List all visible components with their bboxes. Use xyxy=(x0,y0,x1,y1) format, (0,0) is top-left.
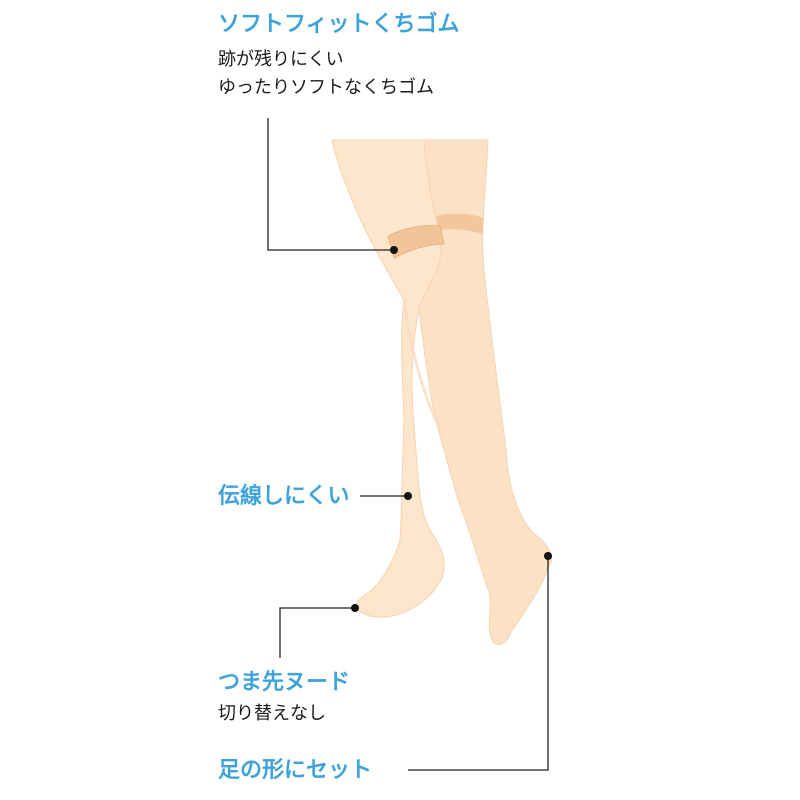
toe-marker-dot xyxy=(351,604,359,612)
cuff-leader-line xyxy=(267,118,394,251)
marker-dots xyxy=(351,246,552,612)
back-leg xyxy=(415,139,553,646)
front-leg-cuff-band xyxy=(387,225,445,259)
toe-callout: つま先ヌード 切り替えなし xyxy=(218,670,350,728)
cuff-callout-title: ソフトフィットくちゴム xyxy=(218,12,460,37)
cuff-marker-dot xyxy=(390,246,398,254)
front-leg-seam xyxy=(402,299,442,431)
front-leg xyxy=(331,139,445,618)
cuff-callout-line: ゆったりソフトなくちゴム xyxy=(218,77,434,98)
toe-callout-line: 切り替えなし xyxy=(218,703,326,724)
runs-marker-dot xyxy=(404,492,412,500)
toe-callout-title: つま先ヌード xyxy=(218,670,351,695)
toe-leader-line xyxy=(279,607,355,658)
runs-callout-title: 伝線しにくい xyxy=(218,484,350,509)
leader-lines xyxy=(267,118,549,771)
cuff-callout-desc: 跡が残りにくい ゆったりソフトなくちゴム xyxy=(218,46,460,102)
heel-leader-line xyxy=(408,556,549,771)
heel-marker-dot xyxy=(544,552,552,560)
heel-callout-title: 足の形にセット xyxy=(218,758,373,783)
cuff-callout-line: 跡が残りにくい xyxy=(218,49,344,70)
cuff-callout: ソフトフィットくちゴム 跡が残りにくい ゆったりソフトなくちゴム xyxy=(218,12,460,102)
